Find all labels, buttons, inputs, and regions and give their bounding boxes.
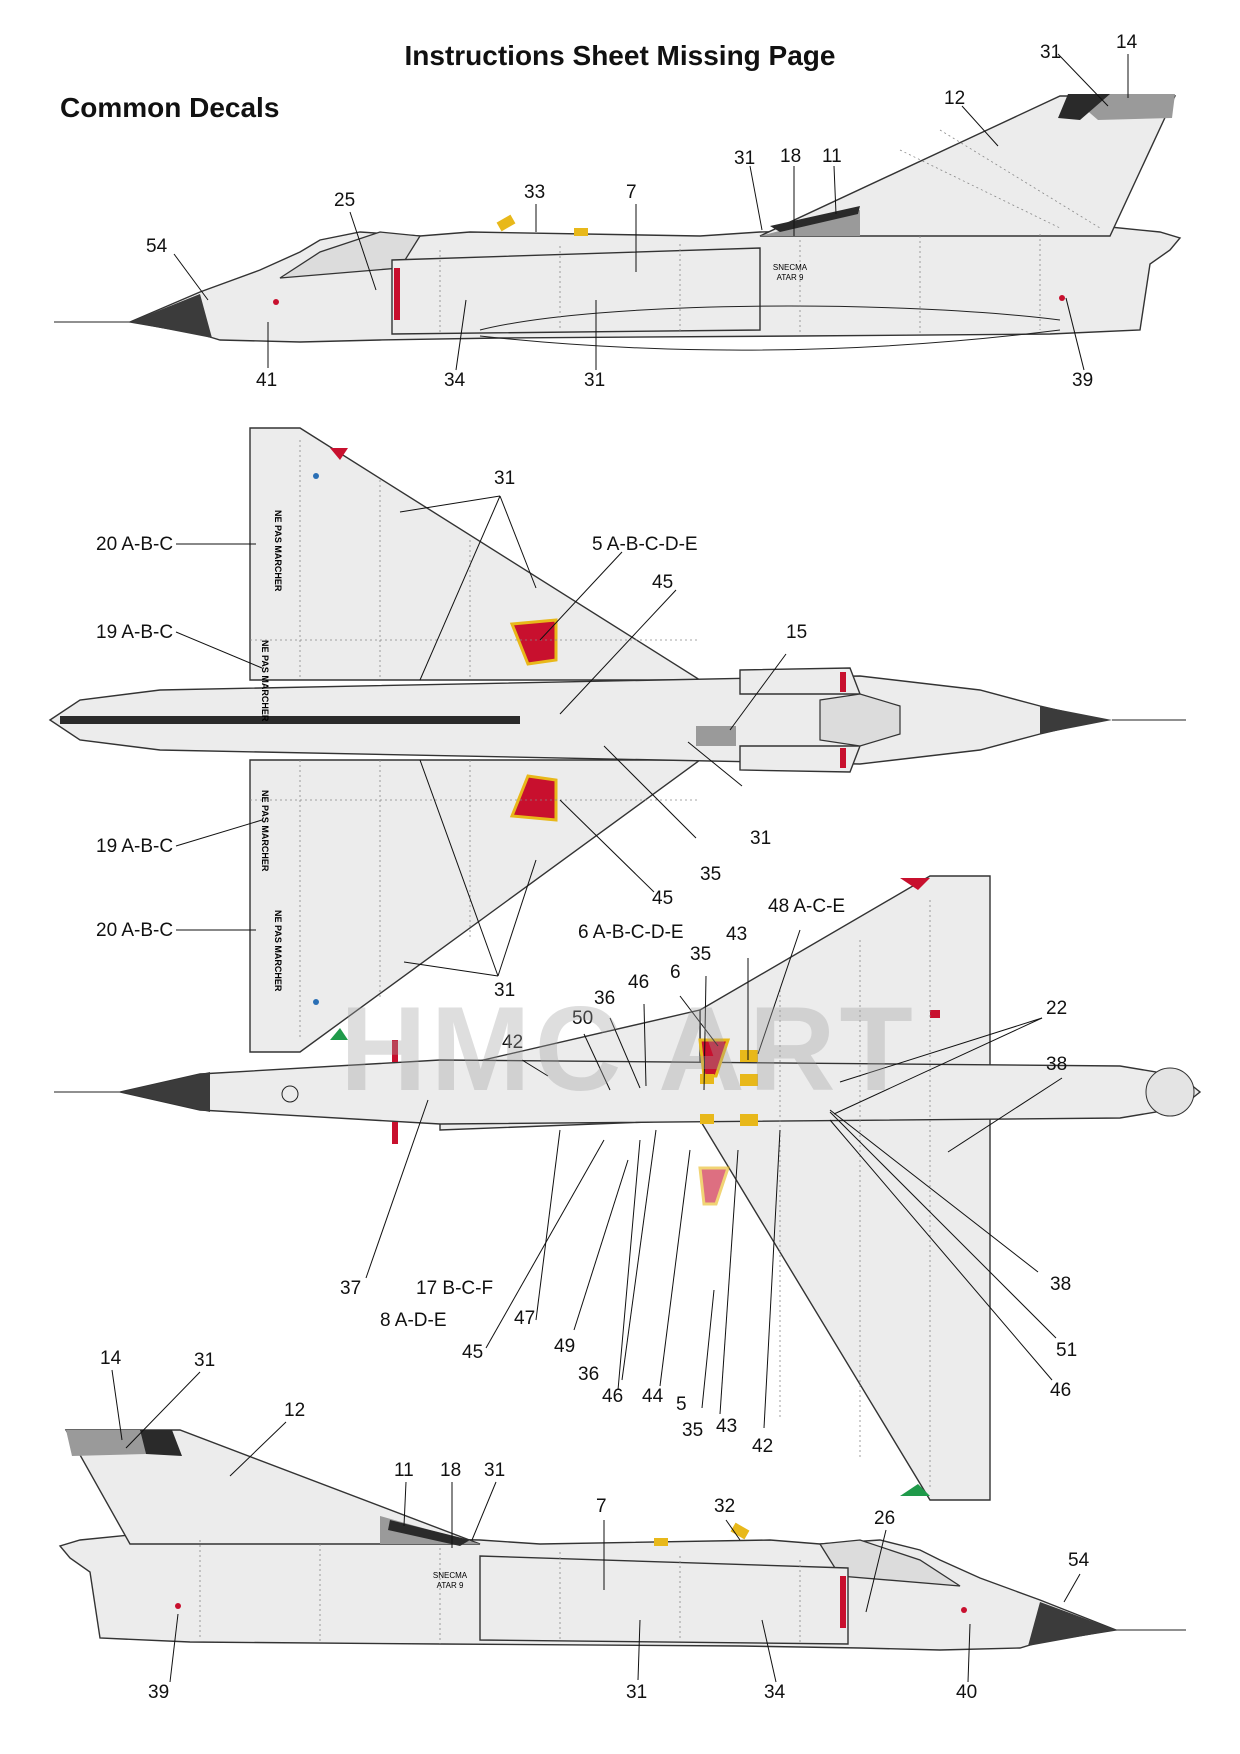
callout-label: 40 xyxy=(956,1682,977,1703)
callout-label: 18 xyxy=(780,146,801,167)
engine-label: ATAR 9 xyxy=(437,1581,464,1590)
callout-label: 45 xyxy=(462,1342,483,1363)
section-title: Common Decals xyxy=(60,92,280,123)
callout-label: 12 xyxy=(944,88,965,109)
callout-label: 31 xyxy=(494,468,515,489)
callout-label: 50 xyxy=(572,1008,593,1029)
callout-label: 31 xyxy=(626,1682,647,1703)
callout-label: 42 xyxy=(752,1436,773,1457)
callout-label: 25 xyxy=(334,190,355,211)
callout-label: 34 xyxy=(444,370,466,391)
callout-label: 11 xyxy=(394,1460,414,1481)
callout-label: 17 B-C-F xyxy=(416,1278,493,1299)
wing-stencil: NE PAS MARCHER xyxy=(260,640,270,722)
callout-label: 8 A-D-E xyxy=(380,1310,447,1331)
callout-label: 31 xyxy=(484,1460,505,1481)
decal-15 xyxy=(696,726,736,746)
callout-label: 12 xyxy=(284,1400,305,1421)
callouts-bottom: 48 A-C-E 43 35 6 46 36 50 42 22 38 37 17… xyxy=(340,896,1077,1457)
engine-label: SNECMA xyxy=(773,263,808,272)
fin-base-decal-11 xyxy=(770,206,860,232)
callout-label: 20 A-B-C xyxy=(96,920,173,941)
page-title: Instructions Sheet Missing Page xyxy=(404,40,836,71)
callout-label: 33 xyxy=(524,182,545,203)
nose-cone xyxy=(120,1072,210,1112)
callout-label: 6 xyxy=(670,962,681,983)
callout-label: 35 xyxy=(690,944,711,965)
callout-label: 38 xyxy=(1050,1274,1071,1295)
callout-label: 38 xyxy=(1046,1054,1067,1075)
callout-label: 22 xyxy=(1046,998,1067,1019)
wing-stencil: NE PAS MARCHER xyxy=(260,790,270,872)
callout-label: 14 xyxy=(1116,32,1138,53)
fin-base-decal-11 xyxy=(388,1520,470,1546)
callout-label: 7 xyxy=(626,182,637,203)
callout-label: 46 xyxy=(1050,1380,1071,1401)
callout-label: 19 A-B-C xyxy=(96,836,173,857)
callout-label: 49 xyxy=(554,1336,575,1357)
callout-label: 31 xyxy=(734,148,755,169)
callout-label: 54 xyxy=(146,236,168,257)
callout-label: 19 A-B-C xyxy=(96,622,173,643)
callout-label: 6 A-B-C-D-E xyxy=(578,922,684,943)
wing-stencil: NE PAS MARCHER xyxy=(273,510,283,592)
nose-cone xyxy=(1028,1602,1116,1646)
callout-label: 43 xyxy=(716,1416,737,1437)
callout-label: 31 xyxy=(194,1350,215,1371)
callout-label: 26 xyxy=(874,1508,895,1529)
callout-label: 35 xyxy=(700,864,721,885)
callout-label: 46 xyxy=(628,972,649,993)
callout-label: 11 xyxy=(822,146,842,167)
callout-label: 5 xyxy=(676,1394,687,1415)
callout-label: 7 xyxy=(596,1496,607,1517)
engine-label: SNECMA xyxy=(433,1571,468,1580)
callout-label: 34 xyxy=(764,1682,786,1703)
callout-label: 5 A-B-C-D-E xyxy=(592,534,698,555)
top-view: NE PAS MARCHER NE PAS MARCHER NE PAS MAR… xyxy=(48,427,1186,1053)
callout-label: 47 xyxy=(514,1308,535,1329)
callout-label: 31 xyxy=(1040,42,1061,63)
callout-label: 41 xyxy=(256,370,277,391)
callout-label: 36 xyxy=(594,988,615,1009)
callout-label: 35 xyxy=(682,1420,703,1441)
callout-label: 44 xyxy=(642,1386,664,1407)
callout-label: 51 xyxy=(1056,1340,1077,1361)
callout-label: 42 xyxy=(502,1032,523,1053)
callout-label: 45 xyxy=(652,572,673,593)
callout-label: 18 xyxy=(440,1460,461,1481)
callout-label: 43 xyxy=(726,924,747,945)
callouts-top: 31 20 A-B-C 5 A-B-C-D-E 45 19 A-B-C 15 3… xyxy=(96,468,807,1001)
callout-label: 39 xyxy=(1072,370,1093,391)
callout-label: 14 xyxy=(100,1348,122,1369)
callout-label: 45 xyxy=(652,888,673,909)
engine-label: ATAR 9 xyxy=(777,273,804,282)
bottom-view xyxy=(54,875,1202,1501)
callout-label: 54 xyxy=(1068,1550,1090,1571)
nose-cone xyxy=(1040,706,1112,734)
side-view-left: SNECMA ATAR 9 xyxy=(54,94,1182,351)
callout-label: 48 A-C-E xyxy=(768,896,845,917)
side-view-right: SNECMA ATAR 9 xyxy=(58,1429,1186,1651)
callout-label: 31 xyxy=(750,828,771,849)
callout-label: 36 xyxy=(578,1364,599,1385)
wing-stencil: NE PAS MARCHER xyxy=(273,910,283,992)
callout-label: 15 xyxy=(786,622,807,643)
fin-tip-decal-14 xyxy=(66,1430,146,1456)
callout-label: 31 xyxy=(494,980,515,1001)
nose-cone xyxy=(130,294,212,338)
callouts-side-right: 14 31 12 11 18 31 7 32 26 54 39 31 34 40 xyxy=(100,1348,1090,1703)
callout-label: 20 A-B-C xyxy=(96,534,173,555)
callout-label: 37 xyxy=(340,1278,361,1299)
callout-label: 39 xyxy=(148,1682,169,1703)
leader-lines xyxy=(111,53,1129,1683)
callout-label: 31 xyxy=(584,370,605,391)
callouts-side-left: 31 14 12 31 18 11 33 7 25 54 41 34 31 39 xyxy=(146,32,1138,391)
callout-label: 46 xyxy=(602,1386,623,1407)
callout-label: 32 xyxy=(714,1496,735,1517)
watermark: HMC ART xyxy=(340,982,917,1116)
